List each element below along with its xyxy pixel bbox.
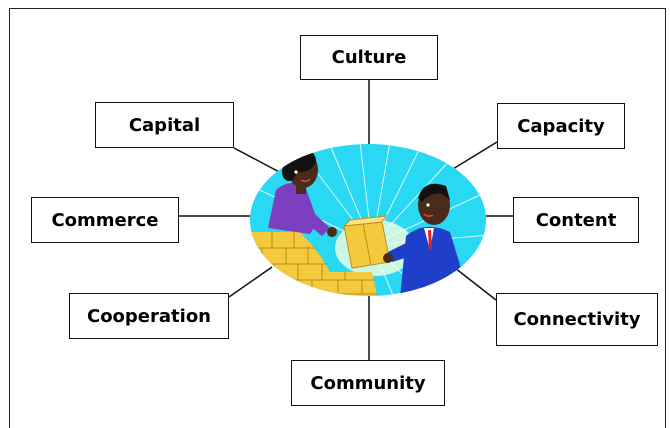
- node-capital: Capital: [95, 102, 234, 148]
- node-community: Community: [291, 360, 445, 406]
- line-cooperation: [228, 266, 273, 298]
- diagram-frame: [9, 8, 666, 428]
- line-capital: [233, 147, 286, 176]
- node-connectivity: Connectivity: [496, 293, 658, 346]
- node-commerce: Commerce: [31, 197, 179, 243]
- node-cooperation: Cooperation: [69, 293, 229, 339]
- handshake-clipart-icon: [250, 144, 486, 296]
- node-culture: Culture: [300, 35, 438, 80]
- node-content: Content: [513, 197, 639, 243]
- gift-box: [342, 215, 391, 269]
- node-capacity: Capacity: [497, 103, 625, 149]
- line-capacity: [447, 141, 498, 173]
- connector-lines: [179, 80, 513, 360]
- line-connectivity: [454, 267, 497, 301]
